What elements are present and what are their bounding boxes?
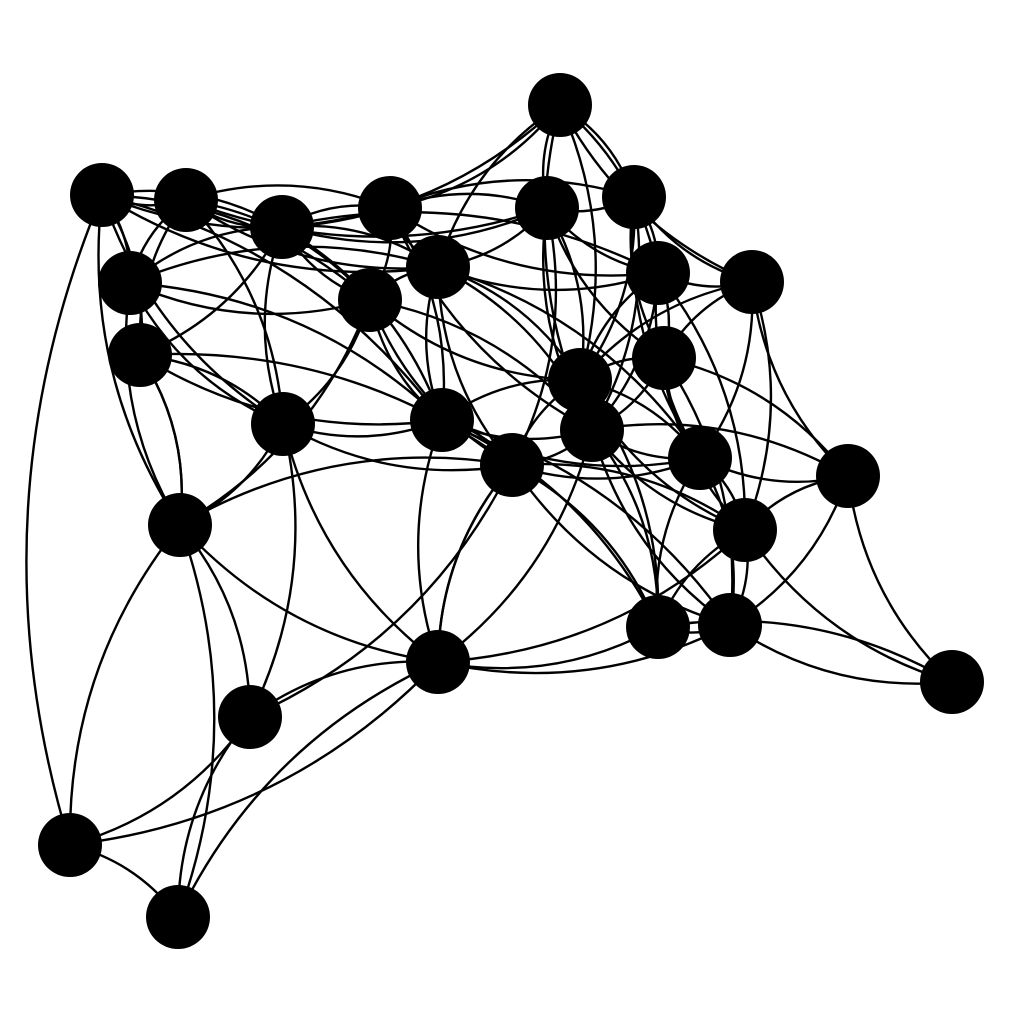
- graph-node: [528, 73, 592, 137]
- graph-edge: [441, 418, 701, 468]
- graph-node: [515, 176, 579, 240]
- graph-node: [816, 444, 880, 508]
- graph-edge: [68, 524, 181, 846]
- graph-edge: [389, 206, 659, 277]
- graph-edge: [185, 199, 439, 270]
- graph-node: [626, 595, 690, 659]
- graph-edge: [100, 194, 284, 426]
- graph-edge: [179, 456, 513, 527]
- graph-edge: [281, 206, 548, 244]
- graph-node: [358, 176, 422, 240]
- graph-node: [108, 323, 172, 387]
- graph-edge: [101, 193, 439, 274]
- graph-edge: [663, 357, 734, 626]
- graph-edge: [129, 281, 443, 421]
- graph-edge: [101, 193, 371, 301]
- graph-edge: [25, 194, 104, 846]
- graph-edge: [389, 178, 635, 210]
- graph-edge: [441, 418, 731, 626]
- graph-edge: [388, 207, 593, 432]
- graph-node: [480, 433, 544, 497]
- graph-node: [38, 813, 102, 877]
- graph-node: [70, 163, 134, 227]
- graph-edge: [558, 104, 597, 381]
- graph-edge: [729, 624, 953, 685]
- graph-node: [406, 630, 470, 694]
- graph-node: [548, 348, 612, 412]
- graph-edge: [179, 524, 439, 664]
- graph-node: [98, 251, 162, 315]
- graph-edge: [124, 282, 182, 526]
- graph-node: [146, 885, 210, 949]
- graph-edge: [511, 464, 731, 627]
- graph-edge: [248, 423, 297, 718]
- graph-node: [251, 392, 315, 456]
- graph-edge: [744, 529, 953, 684]
- graph-node: [410, 388, 474, 452]
- graph-edge: [281, 211, 659, 275]
- graph-node: [626, 241, 690, 305]
- graph-node: [698, 593, 762, 657]
- graph-node: [668, 426, 732, 490]
- graph-edge: [176, 660, 439, 918]
- graph-edge: [69, 716, 251, 847]
- graph-edge: [101, 193, 391, 230]
- graph-node: [632, 326, 696, 390]
- graph-node: [920, 650, 984, 714]
- graph-node: [713, 498, 777, 562]
- graph-edge: [441, 418, 660, 628]
- graph-edge: [591, 423, 849, 478]
- graph-edge: [437, 529, 746, 664]
- graph-edge: [437, 623, 731, 675]
- graph-edge: [846, 475, 953, 683]
- graph-node: [154, 168, 218, 232]
- graph-node: [720, 250, 784, 314]
- graph-edge: [281, 423, 439, 663]
- graph-node: [338, 268, 402, 332]
- graph-edge: [510, 207, 558, 466]
- graph-node: [602, 165, 666, 229]
- graph-node: [250, 195, 314, 259]
- graph-edge: [249, 464, 514, 719]
- graph-edge: [69, 661, 439, 847]
- graph-edge: [417, 419, 444, 663]
- graph-nodes: [38, 73, 984, 949]
- graph-edge: [185, 198, 548, 238]
- graph-node: [406, 235, 470, 299]
- graph-edge: [743, 281, 773, 531]
- graph-edge: [657, 272, 747, 531]
- graph-node: [148, 493, 212, 557]
- graph-node: [218, 685, 282, 749]
- graph-edge: [176, 524, 216, 918]
- graph-node: [560, 398, 624, 462]
